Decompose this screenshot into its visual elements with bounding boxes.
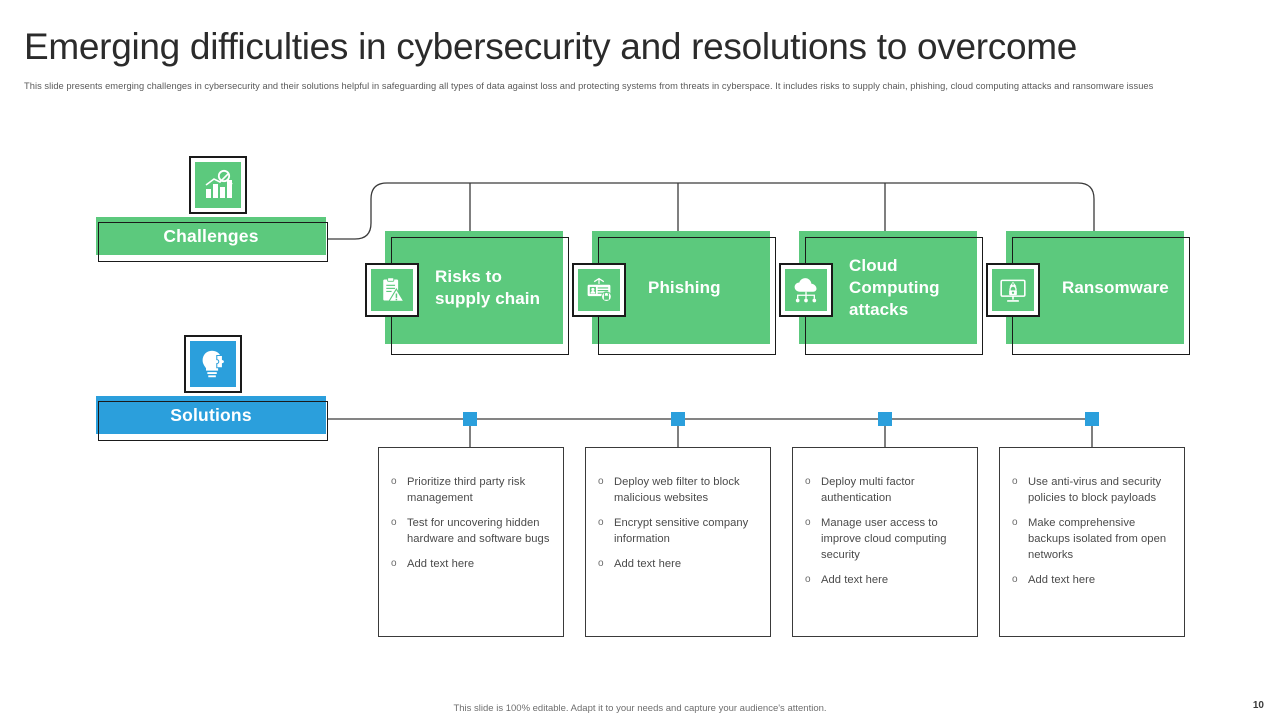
solution-box-3[interactable]: o Deploy multi factor authentication o M… [792, 447, 978, 637]
solution-text: Prioritize third party risk management [407, 476, 526, 504]
solution-box-4[interactable]: o Use anti-virus and security policies t… [999, 447, 1185, 637]
list-item: o Deploy multi factor authentication [805, 474, 967, 506]
list-item: o Add text here [805, 572, 967, 588]
bullet-glyph: o [805, 517, 811, 528]
bullet-glyph: o [1012, 517, 1018, 528]
clipboard-warning-icon [365, 263, 419, 317]
list-item: o Deploy web filter to block malicious w… [598, 474, 760, 506]
challenges-pill-fill: Challenges [96, 217, 326, 255]
bullet-glyph: o [805, 476, 811, 487]
bullet-glyph: o [391, 517, 397, 528]
list-item: o Encrypt sensitive company information [598, 515, 760, 547]
solutions-pill[interactable]: Solutions [96, 396, 328, 441]
challenges-label: Challenges [163, 225, 259, 246]
challenge-label: Risks to supply chain [435, 266, 541, 308]
list-item: o Use anti-virus and security policies t… [1012, 474, 1174, 506]
challenge-label: Cloud Computing attacks [849, 255, 940, 319]
challenge-card-risks-to-supply-chain[interactable]: Risks to supply chain [365, 231, 569, 355]
footer-note: This slide is 100% editable. Adapt it to… [453, 703, 827, 714]
solution-text: Add text here [614, 558, 682, 570]
bullet-glyph: o [805, 574, 811, 585]
bullet-glyph: o [391, 476, 397, 487]
list-item: o Manage user access to improve cloud co… [805, 515, 967, 563]
solution-text: Test for uncovering hidden hardware and … [407, 517, 550, 545]
bullet-glyph: o [598, 517, 604, 528]
cloud-network-icon [779, 263, 833, 317]
id-card-lock-icon [572, 263, 626, 317]
solutions-label: Solutions [170, 404, 252, 425]
page-title: Emerging difficulties in cybersecurity a… [24, 26, 1078, 67]
solution-text: Add text here [407, 558, 475, 570]
challenge-label: Ransomware [1062, 277, 1169, 297]
list-item: o Test for uncovering hidden hardware an… [391, 515, 553, 547]
solutions-pill-outline [98, 401, 328, 441]
page-number: 10 [1252, 700, 1264, 711]
list-item: o Add text here [1012, 572, 1174, 588]
bar-chart-magnifier-icon [189, 156, 247, 214]
solution-text: Use anti-virus and security policies to … [1028, 476, 1162, 504]
challenge-card-ransomware[interactable]: Ransomware [986, 231, 1190, 355]
list-item: o Add text here [391, 556, 553, 572]
challenge-label: Phishing [648, 277, 721, 297]
solution-text: Encrypt sensitive company information [614, 517, 749, 545]
solution-text: Deploy web filter to block malicious web… [614, 476, 740, 504]
bullet-glyph: o [391, 558, 397, 569]
challenges-pill-outline [98, 222, 328, 262]
solution-text: Make comprehensive backups isolated from… [1028, 517, 1167, 561]
solution-text: Add text here [1028, 574, 1096, 586]
solutions-pill-fill: Solutions [96, 396, 326, 434]
challenges-pill[interactable]: Challenges [96, 217, 328, 262]
solution-text: Add text here [821, 574, 889, 586]
challenge-card-cloud-computing-attacks[interactable]: Cloud Computing attacks [779, 231, 983, 355]
list-item: o Prioritize third party risk management [391, 474, 553, 506]
bullet-glyph: o [598, 476, 604, 487]
bullet-glyph: o [598, 558, 604, 569]
lightbulb-puzzle-icon [184, 335, 242, 393]
challenge-card-phishing[interactable]: Phishing [572, 231, 776, 355]
list-item: o Make comprehensive backups isolated fr… [1012, 515, 1174, 563]
solution-text: Manage user access to improve cloud comp… [821, 517, 947, 561]
monitor-lock-icon [986, 263, 1040, 317]
bullet-glyph: o [1012, 476, 1018, 487]
solution-text: Deploy multi factor authentication [821, 476, 915, 504]
solution-box-1[interactable]: o Prioritize third party risk management… [378, 447, 564, 637]
page-subtitle: This slide presents emerging challenges … [24, 81, 1154, 91]
solution-box-2[interactable]: o Deploy web filter to block malicious w… [585, 447, 771, 637]
bullet-glyph: o [1012, 574, 1018, 585]
list-item: o Add text here [598, 556, 760, 572]
